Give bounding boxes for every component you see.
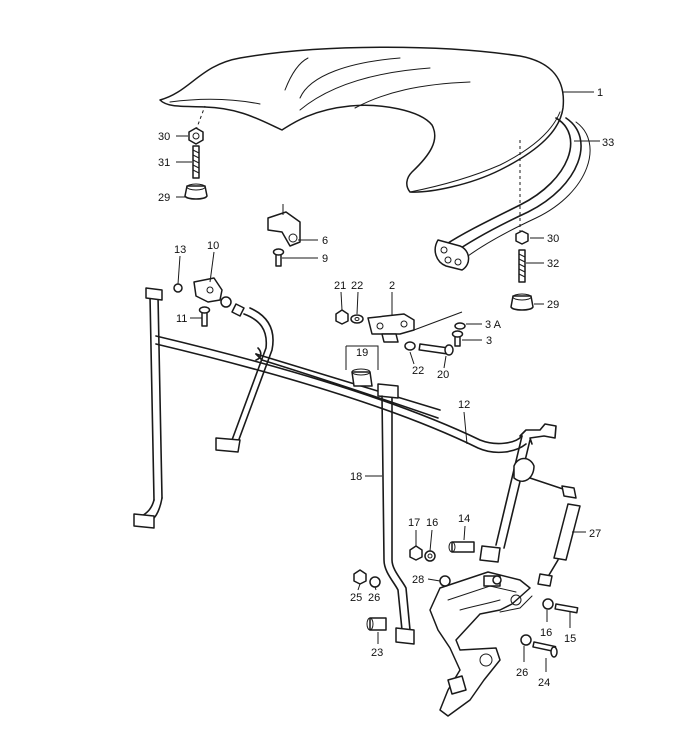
callout-9: 9 xyxy=(322,253,328,265)
callout-labels: 1 33 30 31 29 6 9 13 10 11 21 22 2 3 A 3… xyxy=(158,87,614,689)
left-hinge xyxy=(173,277,245,327)
lower-hardware xyxy=(353,541,579,658)
callout-10: 10 xyxy=(207,240,219,252)
callout-22: 22 xyxy=(351,280,363,292)
lower-bracket xyxy=(429,571,533,717)
callout-2: 2 xyxy=(389,280,395,292)
callout-13: 13 xyxy=(174,244,186,256)
callout-32: 32 xyxy=(547,258,559,270)
callout-24: 24 xyxy=(538,677,550,689)
bushing-19 xyxy=(345,345,379,387)
top-cover xyxy=(159,46,565,193)
callout-28: 28 xyxy=(412,574,424,586)
callout-14: 14 xyxy=(458,513,470,525)
callout-27: 27 xyxy=(589,528,601,540)
leader-lines xyxy=(176,91,600,672)
vertical-bar-18 xyxy=(377,383,415,645)
callout-33: 33 xyxy=(602,137,614,149)
center-bracket xyxy=(335,309,466,356)
callout-17: 17 xyxy=(408,517,420,529)
gas-strut xyxy=(529,477,581,587)
frame-bows xyxy=(133,287,557,563)
callout-21: 21 xyxy=(334,280,346,292)
callout-11: 11 xyxy=(176,313,187,325)
callout-22: 22 xyxy=(412,365,424,377)
callout-26: 26 xyxy=(516,667,528,679)
callout-18: 18 xyxy=(350,471,362,483)
callout-3a: 3 A xyxy=(485,319,502,331)
bracket-6 xyxy=(267,204,301,267)
callout-12: 12 xyxy=(458,399,470,411)
callout-6: 6 xyxy=(322,235,328,247)
right-stud-assembly xyxy=(510,230,534,311)
callout-31: 31 xyxy=(158,157,170,169)
callout-16: 16 xyxy=(540,627,552,639)
left-stud-assembly xyxy=(184,127,208,200)
seal-strip xyxy=(434,117,591,271)
alignment-line xyxy=(195,105,206,131)
callout-23: 23 xyxy=(371,647,383,659)
callout-30: 30 xyxy=(158,131,170,143)
callout-15: 15 xyxy=(564,633,576,645)
callout-30: 30 xyxy=(547,233,559,245)
callout-29: 29 xyxy=(547,299,559,311)
callout-25: 25 xyxy=(350,592,362,604)
callout-26: 26 xyxy=(368,592,380,604)
callout-3: 3 xyxy=(486,335,492,347)
callout-1: 1 xyxy=(597,87,603,99)
callout-29: 29 xyxy=(158,192,170,204)
callout-19: 19 xyxy=(356,347,368,359)
callout-20: 20 xyxy=(437,369,449,381)
callout-16: 16 xyxy=(426,517,438,529)
